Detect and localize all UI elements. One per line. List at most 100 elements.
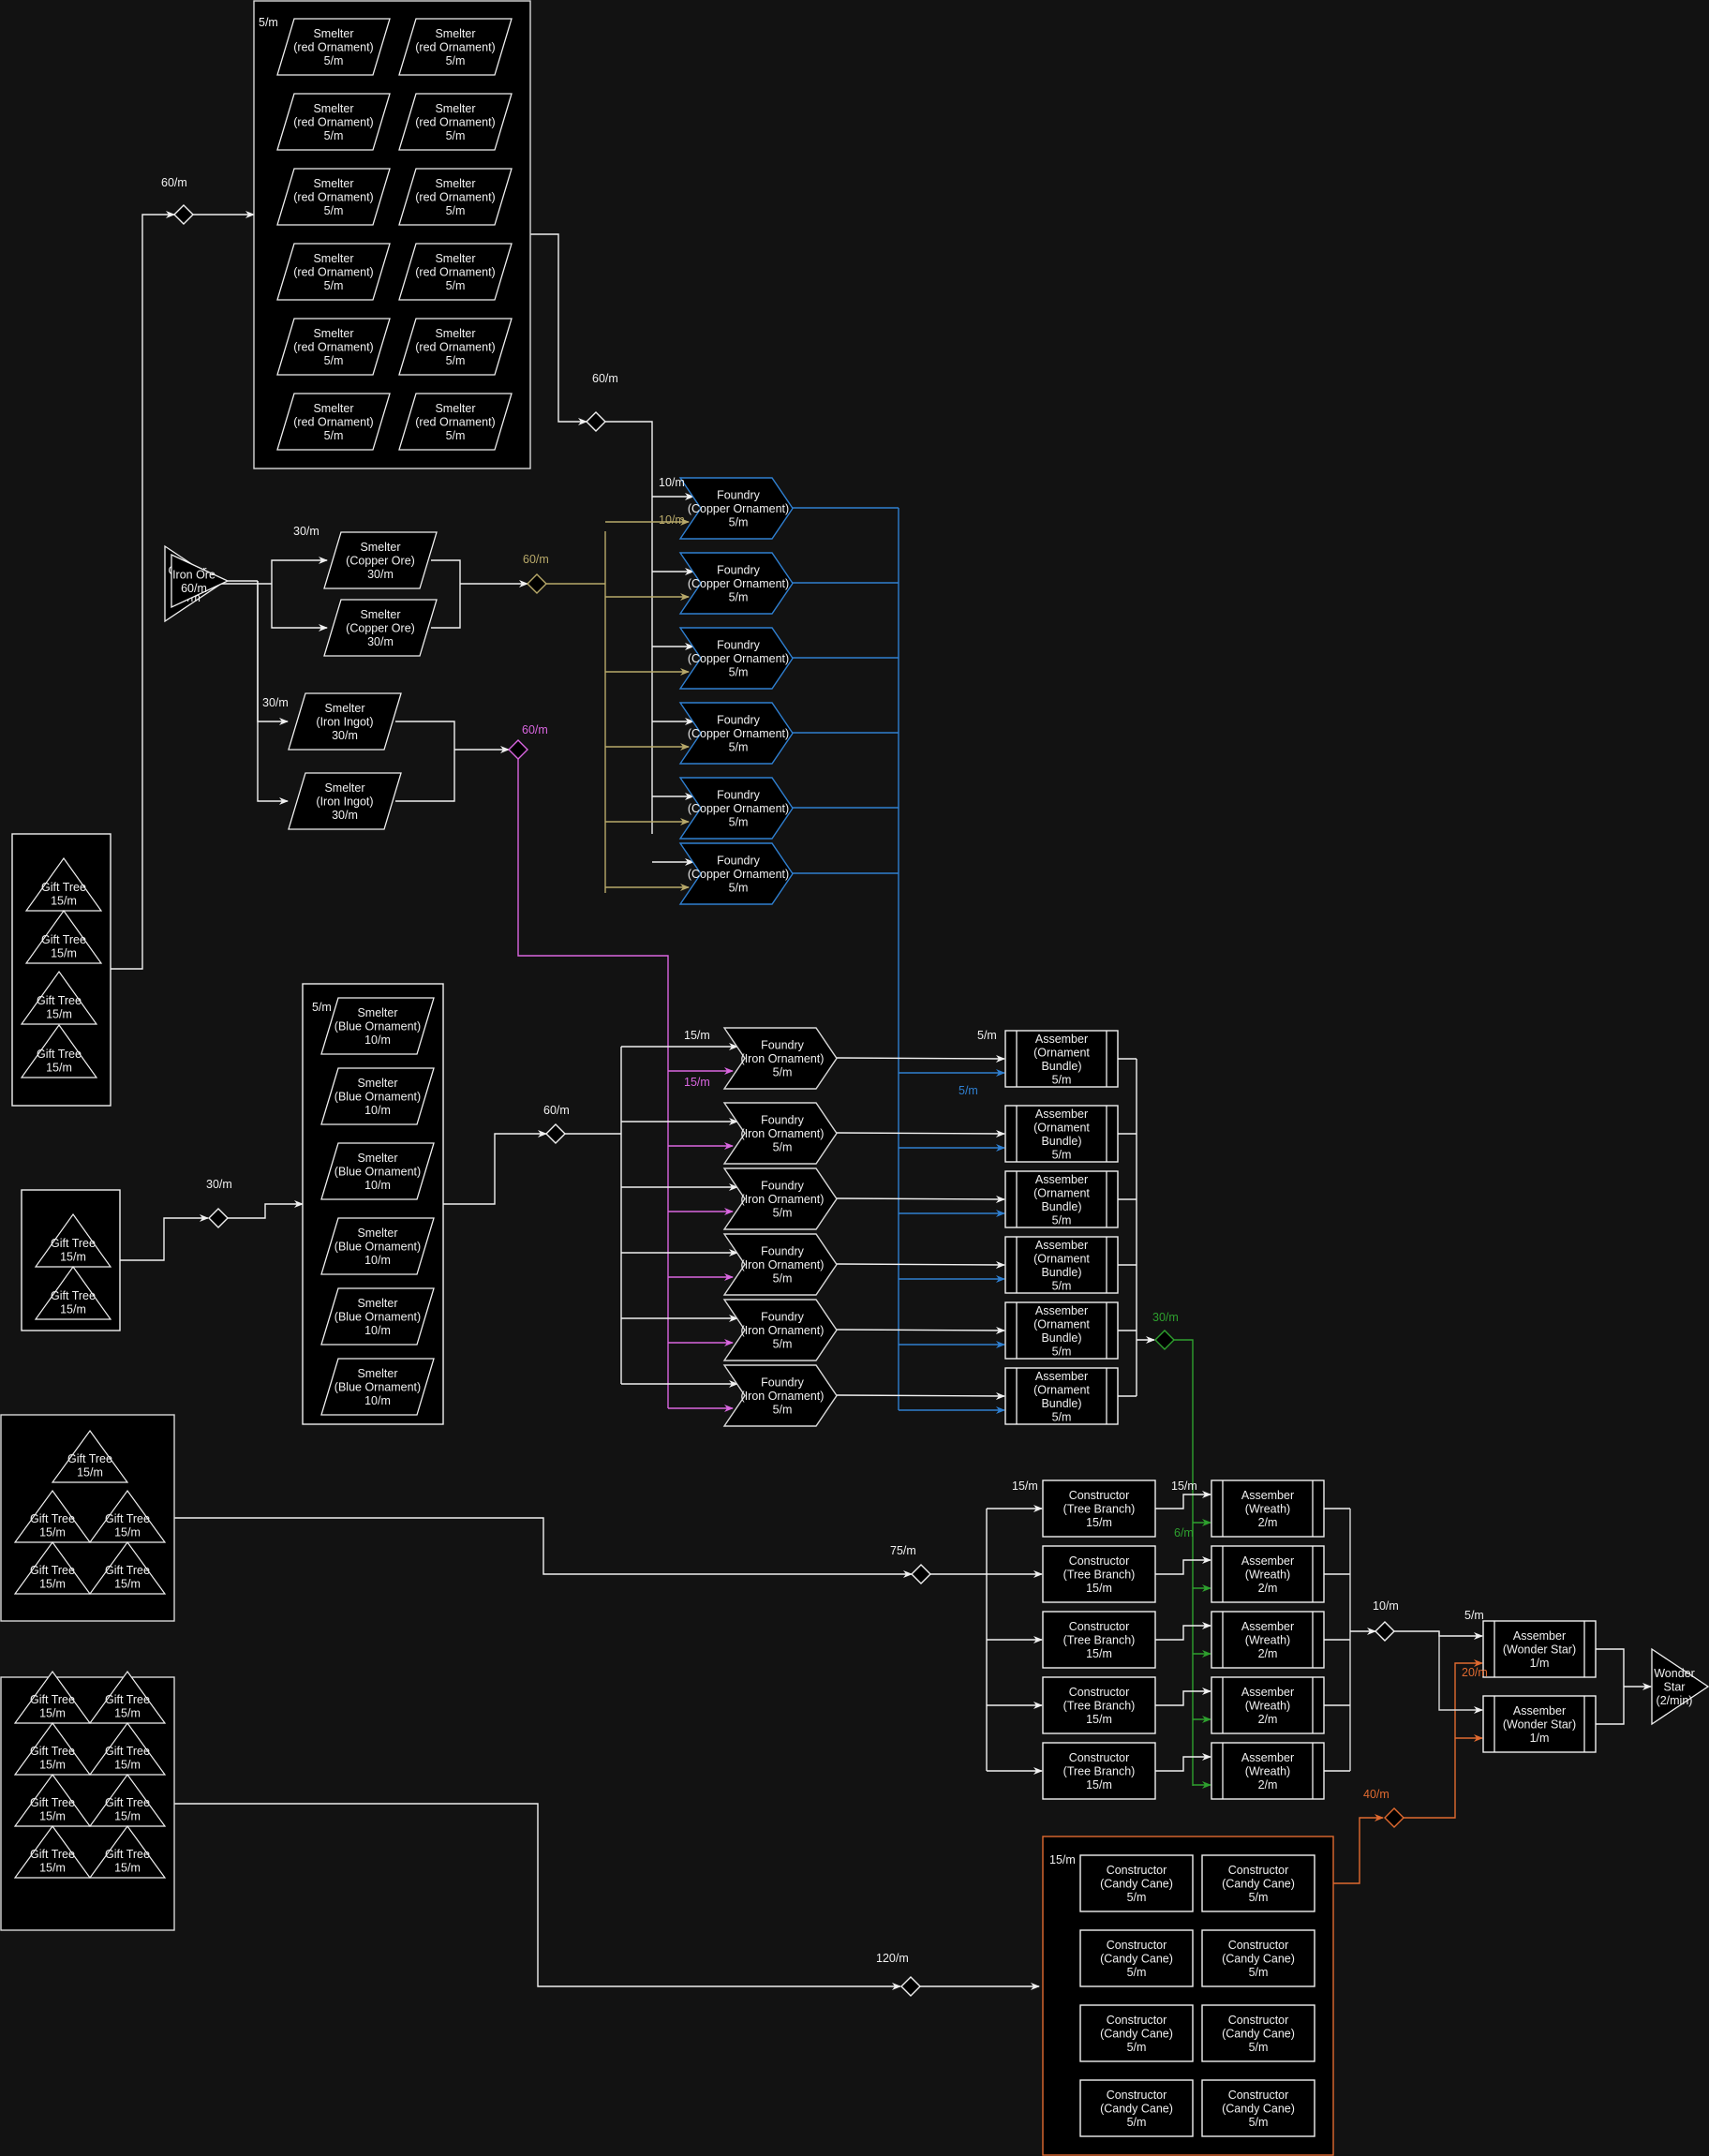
- smelter-red-ornament[interactable]: [276, 93, 391, 151]
- conveyor-line[interactable]: [120, 1214, 209, 1261]
- smelter-copper-ore[interactable]: [323, 599, 438, 657]
- foundry-iron-ornament[interactable]: [722, 1233, 838, 1296]
- smelter-red-ornament[interactable]: [276, 168, 391, 226]
- conveyor-line[interactable]: [1438, 1631, 1483, 1714]
- constructor-candy-cane[interactable]: [1079, 1929, 1194, 1987]
- conveyor-line[interactable]: [174, 1803, 901, 1990]
- gift-tree[interactable]: [88, 1540, 167, 1595]
- conveyor-line[interactable]: [174, 1517, 913, 1578]
- conveyor-line[interactable]: [836, 1054, 1005, 1063]
- constructor-tree-branch[interactable]: [1042, 1611, 1156, 1669]
- splitter-iron[interactable]: [508, 739, 528, 760]
- gift-tree[interactable]: [13, 1824, 92, 1879]
- conveyor-line[interactable]: [1333, 1814, 1384, 1884]
- smelter-red-ornament[interactable]: [398, 318, 513, 376]
- conveyor-line[interactable]: [1155, 1491, 1211, 1509]
- assembler-wonder-star[interactable]: [1482, 1620, 1597, 1678]
- smelter-blue-ornament[interactable]: [320, 1217, 435, 1275]
- assembler-wreath[interactable]: [1211, 1545, 1325, 1603]
- wonder-star-output[interactable]: [1651, 1647, 1709, 1726]
- gift-tree[interactable]: [88, 1824, 167, 1879]
- foundry-copper-ornament[interactable]: [678, 702, 794, 765]
- smelter-blue-ornament[interactable]: [320, 1287, 435, 1346]
- smelter-iron-ingot[interactable]: [288, 692, 402, 751]
- smelter-red-ornament[interactable]: [276, 18, 391, 76]
- conveyor-line[interactable]: [836, 1326, 1005, 1334]
- smelter-blue-ornament[interactable]: [320, 1358, 435, 1416]
- foundry-copper-ornament[interactable]: [678, 627, 794, 690]
- blue-ornament-group[interactable]: [302, 983, 444, 1425]
- constructor-candy-cane[interactable]: [1079, 2079, 1194, 2137]
- conveyor-line[interactable]: [836, 1391, 1005, 1400]
- conveyor-line[interactable]: [517, 759, 669, 1408]
- constructor-tree-branch[interactable]: [1042, 1479, 1156, 1538]
- assembler-wreath[interactable]: [1211, 1479, 1325, 1538]
- conveyor-line[interactable]: [443, 1130, 547, 1205]
- conveyor-line[interactable]: [1596, 1648, 1625, 1725]
- foundry-iron-ornament[interactable]: [722, 1167, 838, 1230]
- assembler-ornament-bundle[interactable]: [1004, 1367, 1119, 1425]
- splitter-blue-output[interactable]: [545, 1123, 566, 1144]
- assembler-wreath[interactable]: [1211, 1676, 1325, 1734]
- conveyor-line[interactable]: [111, 211, 175, 970]
- constructor-tree-branch[interactable]: [1042, 1742, 1156, 1800]
- conveyor-line[interactable]: [257, 581, 289, 805]
- gift-tree[interactable]: [20, 1023, 98, 1078]
- constructor-candy-cane[interactable]: [1079, 1854, 1194, 1912]
- constructor-tree-branch[interactable]: [1042, 1545, 1156, 1603]
- smelter-red-ornament[interactable]: [276, 318, 391, 376]
- smelter-red-ornament[interactable]: [276, 243, 391, 301]
- foundry-iron-ornament[interactable]: [722, 1364, 838, 1427]
- splitter-wreath-output[interactable]: [1375, 1621, 1395, 1642]
- foundry-iron-ornament[interactable]: [722, 1299, 838, 1361]
- conveyor-line[interactable]: [431, 559, 461, 629]
- conveyor-line[interactable]: [395, 721, 455, 802]
- conveyor-line[interactable]: [271, 557, 328, 584]
- constructor-candy-cane[interactable]: [1201, 2004, 1315, 2062]
- splitter-tree-branch[interactable]: [911, 1564, 931, 1584]
- smelter-red-ornament[interactable]: [398, 18, 513, 76]
- smelter-blue-ornament[interactable]: [320, 1142, 435, 1200]
- constructor-candy-cane[interactable]: [1079, 2004, 1194, 2062]
- splitter-red-input[interactable]: [173, 204, 194, 225]
- assembler-ornament-bundle[interactable]: [1004, 1301, 1119, 1360]
- conveyor-line[interactable]: [1155, 1688, 1211, 1706]
- gift-tree[interactable]: [24, 909, 103, 964]
- conveyor-line[interactable]: [836, 1195, 1005, 1203]
- conveyor-line[interactable]: [0, 0, 228, 581]
- splitter-candy-output[interactable]: [1384, 1807, 1404, 1828]
- foundry-copper-ornament[interactable]: [678, 842, 794, 905]
- conveyor-line[interactable]: [1394, 1630, 1483, 1640]
- assembler-wreath[interactable]: [1211, 1742, 1325, 1800]
- smelter-blue-ornament[interactable]: [320, 997, 435, 1055]
- constructor-candy-cane[interactable]: [1201, 2079, 1315, 2137]
- conveyor-line[interactable]: [1404, 1659, 1483, 1819]
- smelter-red-ornament[interactable]: [398, 243, 513, 301]
- assembler-wreath[interactable]: [1211, 1611, 1325, 1669]
- foundry-copper-ornament[interactable]: [678, 477, 794, 540]
- splitter-red-output[interactable]: [586, 411, 606, 432]
- smelter-red-ornament[interactable]: [276, 393, 391, 451]
- conveyor-line[interactable]: [1155, 1622, 1211, 1641]
- assembler-ornament-bundle[interactable]: [1004, 1105, 1119, 1163]
- constructor-tree-branch[interactable]: [1042, 1676, 1156, 1734]
- splitter-copper[interactable]: [527, 573, 547, 594]
- assembler-ornament-bundle[interactable]: [1004, 1170, 1119, 1228]
- smelter-iron-ingot[interactable]: [288, 772, 402, 830]
- smelter-red-ornament[interactable]: [398, 93, 513, 151]
- splitter-bundle-output[interactable]: [1154, 1330, 1175, 1350]
- conveyor-line[interactable]: [605, 421, 653, 834]
- constructor-candy-cane[interactable]: [1201, 1929, 1315, 1987]
- gift-tree[interactable]: [34, 1265, 112, 1320]
- conveyor-line[interactable]: [1155, 1556, 1211, 1575]
- conveyor-line[interactable]: [228, 1200, 304, 1219]
- conveyor-line[interactable]: [1155, 1753, 1211, 1772]
- smelter-blue-ornament[interactable]: [320, 1067, 435, 1125]
- splitter-blue-input[interactable]: [208, 1208, 229, 1228]
- gift-tree[interactable]: [13, 1540, 92, 1595]
- splitter-candy-cane[interactable]: [900, 1976, 921, 1997]
- foundry-iron-ornament[interactable]: [722, 1027, 838, 1090]
- assembler-ornament-bundle[interactable]: [1004, 1236, 1119, 1294]
- gift-tree[interactable]: [51, 1429, 129, 1483]
- smelter-copper-ore[interactable]: [323, 531, 438, 589]
